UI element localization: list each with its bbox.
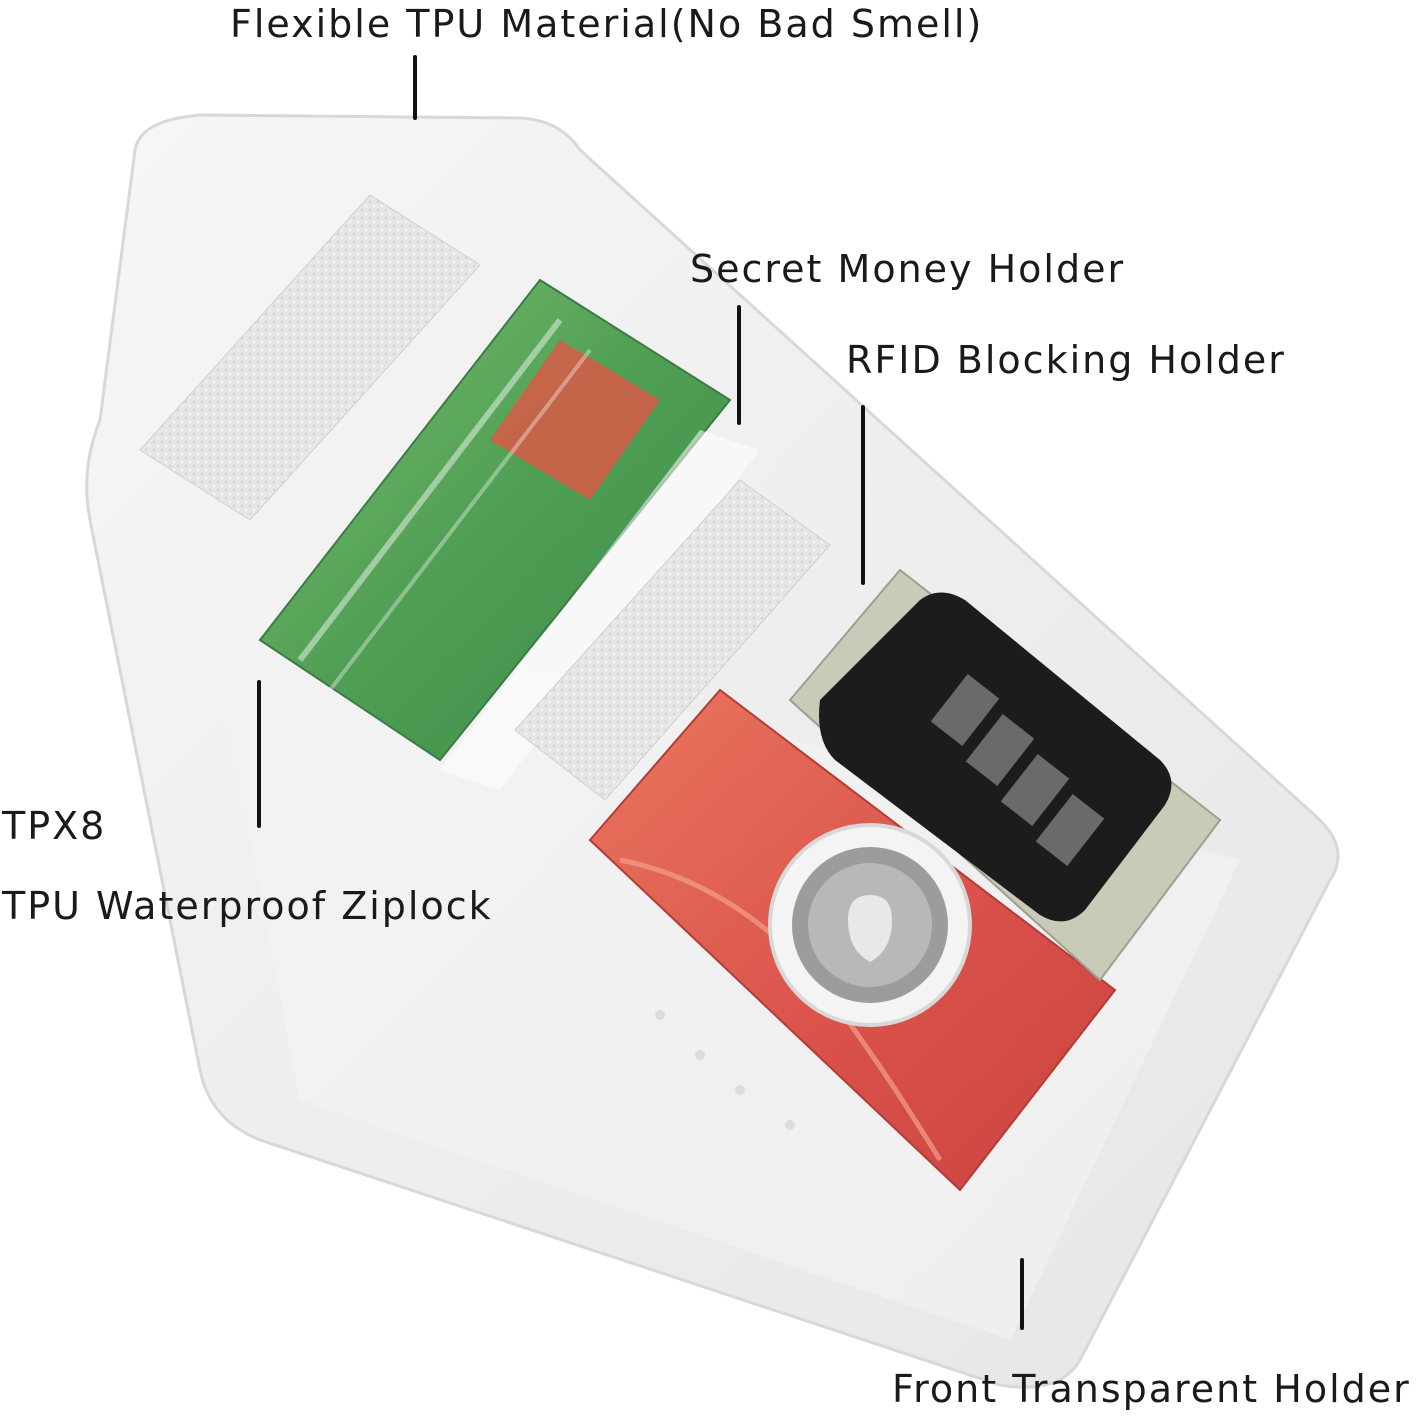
ziplock-holes — [655, 1010, 795, 1130]
green-banknote — [258, 278, 732, 762]
leader-front-holder — [1020, 1258, 1024, 1330]
leader-ziplock — [257, 680, 261, 828]
middle-pocket — [440, 430, 760, 790]
label-secret-money: Secret Money Holder — [690, 247, 1126, 291]
label-flexible-tpu: Flexible TPU Material(No Bad Smell) — [230, 2, 984, 46]
leader-secret-money — [737, 305, 741, 425]
velcro-strip-lower — [514, 479, 831, 801]
velcro-strip-upper — [139, 194, 481, 521]
label-rfid-blocking: RFID Blocking Holder — [846, 338, 1286, 382]
label-front-holder: Front Transparent Holder — [892, 1367, 1411, 1411]
label-model: TPX8 — [2, 804, 107, 848]
leader-flexible-tpu — [413, 55, 417, 120]
key-fob — [819, 592, 1172, 922]
leader-rfid — [861, 405, 865, 585]
airtag — [768, 823, 972, 1027]
label-ziplock: TPU Waterproof Ziplock — [2, 884, 493, 928]
